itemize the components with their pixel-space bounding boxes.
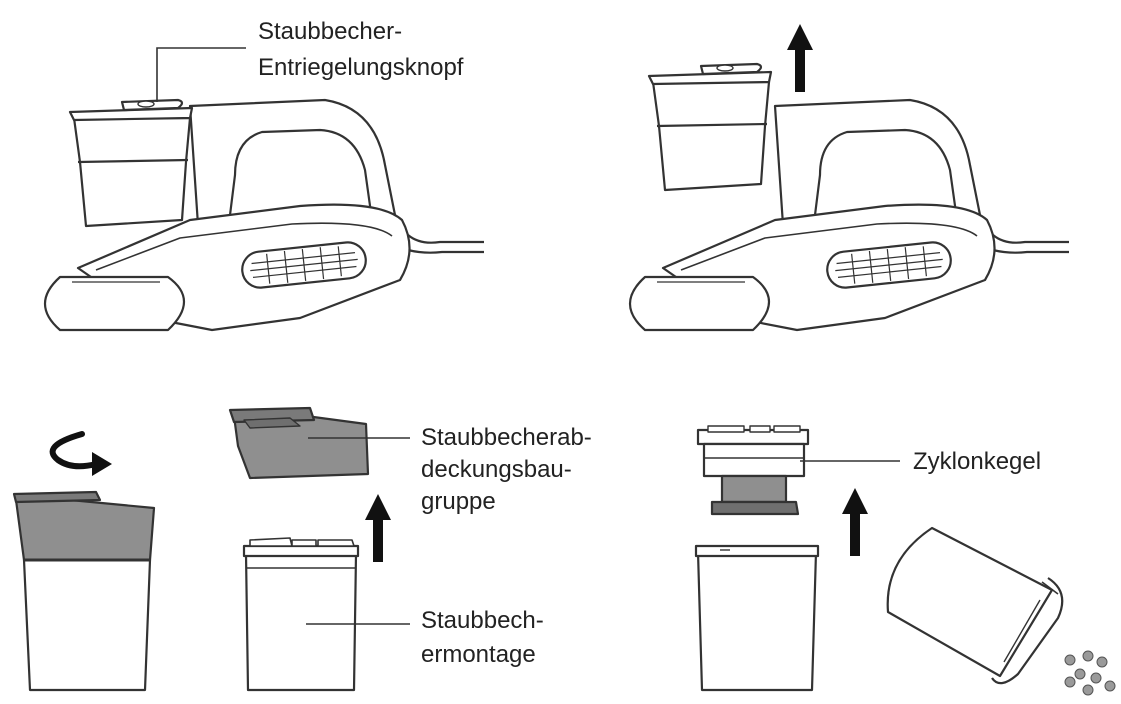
release-button-label-line1: Staubbecher- bbox=[258, 18, 403, 45]
rotate-arrowhead bbox=[92, 452, 112, 476]
cup-assembly-label-line2: ermontage bbox=[421, 641, 536, 668]
lift-arrow-middle bbox=[365, 494, 391, 562]
cover-assembly-part bbox=[228, 406, 370, 480]
release-button-leader-line bbox=[156, 47, 246, 102]
cyclone-cone-part bbox=[696, 425, 810, 516]
empty-cup bbox=[694, 544, 820, 692]
cyclone-cone-label: Zyklonkegel bbox=[913, 448, 1042, 475]
cover-assembly-label-line2: deckungsbau- bbox=[421, 456, 572, 483]
cover-assembly-label-line3: gruppe bbox=[421, 488, 496, 515]
release-button-label-line2: Entriegelungsknopf bbox=[258, 54, 464, 81]
vacuum-with-dust-cup bbox=[43, 98, 486, 332]
rotate-arrow-icon bbox=[49, 431, 99, 470]
vacuum-cup-removed bbox=[628, 62, 1071, 332]
dust-cup-closed bbox=[12, 490, 156, 692]
lift-arrow-top bbox=[787, 24, 813, 92]
dust-cup-open bbox=[242, 537, 360, 692]
tilted-cup-emptying bbox=[886, 526, 1064, 685]
dust-debris bbox=[1064, 650, 1116, 696]
cover-assembly-label-line1: Staubbecherab- bbox=[421, 424, 592, 451]
lift-arrow-right bbox=[842, 488, 868, 556]
cup-assembly-label-line1: Staubbech- bbox=[421, 607, 544, 634]
